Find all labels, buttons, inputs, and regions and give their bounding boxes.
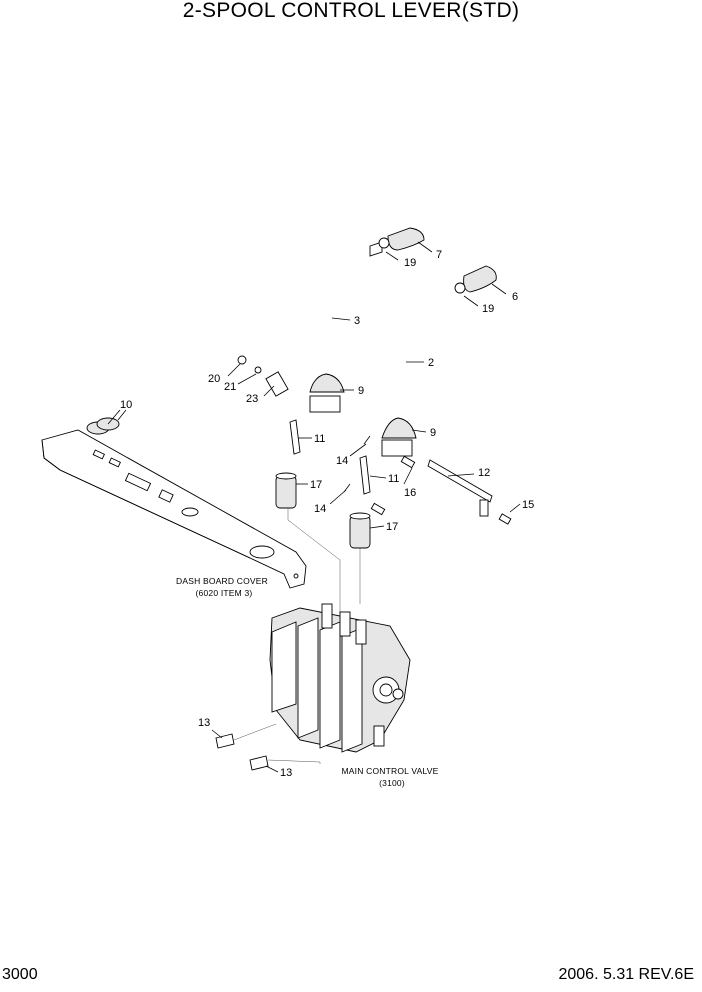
callout-7: 7 <box>436 249 442 261</box>
callout-21: 21 <box>224 381 236 393</box>
callout-14b: 14 <box>314 503 326 515</box>
callout-13b: 13 <box>280 767 292 779</box>
callout-9b: 9 <box>430 427 436 439</box>
callout-14: 14 <box>336 455 348 467</box>
callout-17b: 17 <box>386 521 398 533</box>
lever-boot-holder <box>237 355 417 457</box>
callout-17: 17 <box>310 479 322 491</box>
callout-13: 13 <box>198 717 210 729</box>
leader-lines <box>107 241 521 773</box>
callout-19b: 19 <box>482 303 494 315</box>
callout-11: 11 <box>314 433 325 445</box>
callout-3: 3 <box>354 315 360 327</box>
control-lever-3 <box>325 227 425 381</box>
revision-date: 2006. 5.31 REV.6E <box>558 966 694 983</box>
dash-cover-caption: DASH BOARD COVER <box>176 576 268 586</box>
callout-15: 15 <box>522 499 534 511</box>
callout-numbers: 7 19 6 19 3 2 20 21 23 9 9 10 11 14 11 1… <box>120 249 534 779</box>
valve-caption: MAIN CONTROL VALVE <box>342 766 439 776</box>
callout-19: 19 <box>404 257 416 269</box>
control-lever-2 <box>397 265 497 425</box>
dash-board-cover <box>41 417 307 589</box>
dash-cover-ref: (6020 ITEM 3) <box>196 588 253 598</box>
callout-9: 9 <box>358 385 364 397</box>
callout-12: 12 <box>478 467 490 479</box>
callout-23: 23 <box>246 393 258 405</box>
callout-6: 6 <box>512 291 518 303</box>
main-control-valve <box>215 603 411 771</box>
page-title: 2-SPOOL CONTROL LEVER(STD) <box>182 0 520 22</box>
page-number: 3000 <box>2 966 38 983</box>
callout-11b: 11 <box>388 473 399 485</box>
callout-20: 20 <box>208 373 220 385</box>
callout-16: 16 <box>404 487 416 499</box>
callout-2: 2 <box>428 357 434 369</box>
valve-ref: (3100) <box>379 778 405 788</box>
captions: DASH BOARD COVER (6020 ITEM 3) MAIN CONT… <box>176 576 439 788</box>
callout-10: 10 <box>120 399 132 411</box>
